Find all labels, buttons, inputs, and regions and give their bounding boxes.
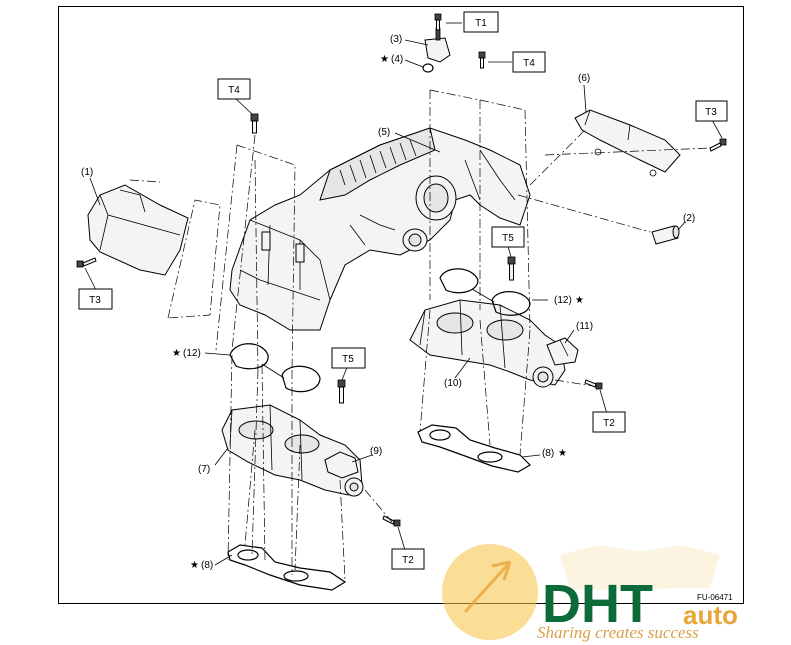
torque-tag-t5-left: T5 <box>342 354 354 365</box>
callout-1: (1) <box>81 167 93 178</box>
watermark: DHT auto Sharing creates success <box>442 544 738 642</box>
torque-tag-t4-left: T4 <box>228 85 240 96</box>
part-7-manifold <box>221 404 364 497</box>
torque-tag-t5-right: T5 <box>502 233 514 244</box>
callout-12-left: (12) <box>183 348 201 359</box>
callout-4-star: ★ <box>380 54 389 65</box>
callout-6: (6) <box>578 73 590 84</box>
watermark-slogan: Sharing creates success <box>537 623 699 642</box>
callout-5: (5) <box>378 127 390 138</box>
torque-tag-t3-left-box <box>78 288 113 310</box>
bolt-t4-top <box>478 51 486 69</box>
part-12-gasket-left <box>229 343 321 393</box>
part-11-valve <box>546 337 579 366</box>
watermark-sun-circle <box>442 544 538 640</box>
torque-tag-t2-right-box <box>592 411 626 433</box>
torque-tag-t4-top-box <box>512 51 546 73</box>
callout-8-right: (8) <box>542 448 554 459</box>
watermark-arrow-icon <box>463 560 512 614</box>
watermark-brand-logo: DHT <box>542 574 653 634</box>
part-8-gasket-right <box>417 424 531 473</box>
callout-12-left-star: ★ <box>172 348 181 359</box>
callout-8-left: (8) <box>201 560 213 571</box>
torque-tag-t3-right-box <box>695 100 728 122</box>
leader-lines <box>84 22 723 566</box>
callout-8-left-star: ★ <box>190 560 199 571</box>
alignment-lines <box>129 89 711 581</box>
torque-tag-t4-left-box <box>217 78 251 100</box>
torque-tag-t3-right: T3 <box>705 107 717 118</box>
torque-tag-t2-left: T2 <box>402 555 414 566</box>
part-2-pin <box>651 225 680 245</box>
callout-12-right-star: ★ <box>575 295 584 306</box>
bolt-t3-left <box>76 257 97 268</box>
torque-tag-t3-left: T3 <box>89 295 101 306</box>
figure-code: FU-06471 <box>697 593 733 602</box>
part-1-cover <box>87 184 189 276</box>
torque-tag-t1: T1 <box>475 18 487 29</box>
callout-4: (4) <box>391 54 403 65</box>
torque-tag-t5-left-box <box>331 347 366 369</box>
bolt-t2-left <box>382 515 401 527</box>
callout-8-right-star: ★ <box>558 448 567 459</box>
torque-tag-t1-box <box>463 11 499 33</box>
part-3-sensor <box>424 27 451 63</box>
callout-2: (2) <box>683 213 695 224</box>
callout-7: (7) <box>198 464 210 475</box>
torque-tags: T1 T4 T4 T3 T3 T5 T5 T2 T2 <box>78 11 728 570</box>
part-10-manifold <box>409 299 566 388</box>
torque-tag-t2-right: T2 <box>603 418 615 429</box>
callout-11: (11) <box>576 321 593 332</box>
diagram-frame <box>58 6 744 604</box>
part-12-gasket-right <box>439 268 531 316</box>
part-6-cover <box>574 109 681 177</box>
part-9-valve <box>324 451 359 479</box>
torque-tag-t2-left-box <box>391 548 425 570</box>
callout-3: (3) <box>390 34 402 45</box>
torque-tag-t5-right-box <box>491 226 525 248</box>
callout-9: (9) <box>370 446 382 457</box>
callout-10: (10) <box>444 378 462 389</box>
bolt-t5-right <box>507 256 516 281</box>
watermark-logo-shadow <box>560 545 720 590</box>
bolt-t2-right <box>584 379 603 390</box>
part-5-intake-manifold <box>229 127 531 331</box>
bolt-t4-left <box>250 113 259 134</box>
torque-tag-t4-top: T4 <box>523 58 535 69</box>
bolt-t3-right <box>709 138 727 152</box>
bolt-t5-left <box>337 379 346 404</box>
part-4-o-ring <box>422 63 434 73</box>
part-8-gasket-left <box>227 544 347 591</box>
bolt-t1 <box>434 13 442 31</box>
callouts: (3) ★ (4) (5) (6) (1) (2) (12) ★ (11) (1… <box>81 34 695 571</box>
watermark-brand-text: auto <box>683 600 738 630</box>
callout-12-right: (12) <box>554 295 572 306</box>
